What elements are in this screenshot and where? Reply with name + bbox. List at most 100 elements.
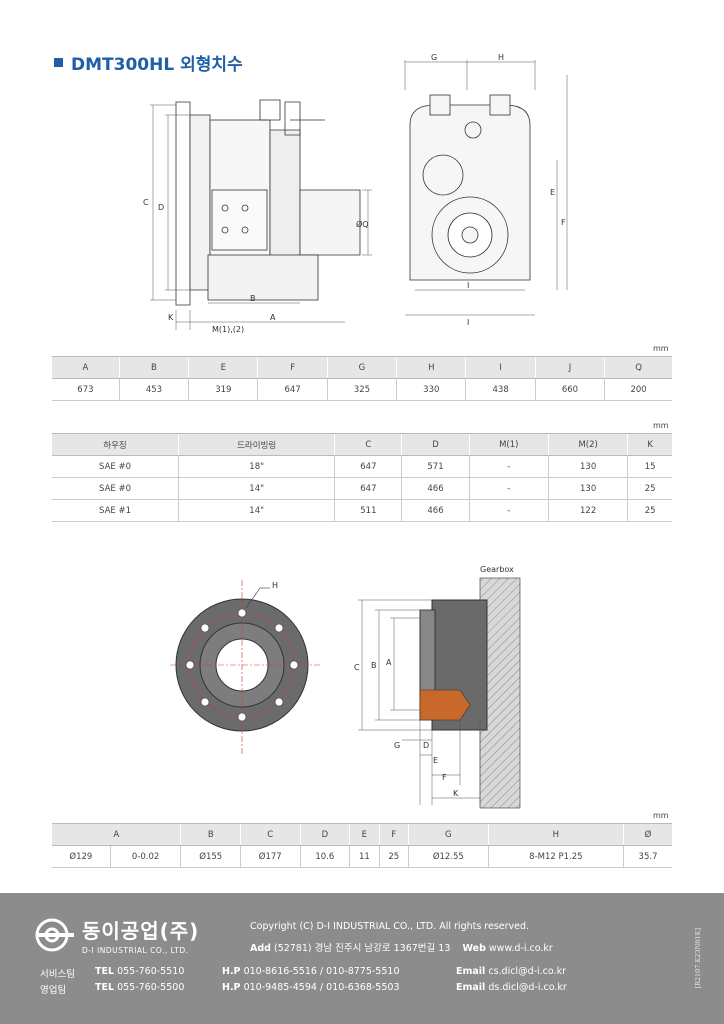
coupling-f-label: F [442, 773, 447, 782]
address-line: Add (52781) 경남 진주시 남강로 1367번길 13 Web www… [250, 940, 553, 954]
table1-unit: mm [653, 344, 669, 353]
flange-table: A B C D E F G H Ø Ø129 0-0.02 Ø155 Ø177 … [52, 823, 672, 868]
table2-cell: 14" [178, 499, 335, 522]
side-view-drawing: C D ØQ B K A M(1),(2) [143, 99, 372, 334]
table3-cell: 10.6 [299, 845, 350, 868]
table1-cell: 330 [396, 378, 466, 401]
table2-cell: 122 [547, 499, 628, 522]
table2-cell: 25 [627, 477, 672, 500]
web-label: Web [462, 943, 486, 954]
title-bullet-icon [54, 58, 63, 67]
housing-table: 하우징 드라이빙링 C D M(1) M(2) K SAE #0 18" 647… [52, 433, 672, 522]
table1-cell: 673 [52, 378, 120, 401]
table2-cell: SAE #1 [52, 499, 179, 522]
logo-emblem-icon [35, 918, 74, 952]
table3-header: C [240, 823, 301, 846]
address-label: Add [250, 943, 271, 954]
table1-header: B [118, 356, 189, 379]
address-text: (52781) 경남 진주시 남강로 1367번길 13 [273, 943, 451, 954]
dimension-table: A B E F G H I J Q 673 453 319 647 325 33… [52, 356, 672, 401]
table2-header: K [627, 433, 672, 456]
table1-header: E [188, 356, 258, 379]
table3-header: Ø [623, 823, 672, 846]
table-row: SAE #0 14" 647 466 - 130 25 [52, 477, 672, 500]
table-row: 673 453 319 647 325 330 438 660 200 [52, 378, 672, 401]
service-hp-number: 010-8616-5516 / 010-8775-5510 [243, 966, 400, 977]
sales-hp-number: 010-9485-4594 / 010-6368-5503 [243, 982, 400, 993]
service-email: Email cs.dicl@d-i.co.kr [456, 966, 566, 977]
table2-header: 드라이빙링 [178, 433, 335, 456]
table2-cell: 130 [547, 455, 628, 478]
dim-c-label: C [143, 198, 149, 207]
dim-k-label: K [168, 313, 174, 322]
page-title: DMT300HL 외형치수 [54, 50, 243, 75]
table2-header: D [401, 433, 470, 456]
dim-i-label: I [467, 281, 469, 290]
dim-m-label: M(1),(2) [212, 325, 244, 334]
table3-header: A [52, 823, 181, 846]
sales-tel-number: 055-760-5500 [117, 982, 185, 993]
dim-a-label: A [270, 313, 276, 322]
table2-cell: - [468, 499, 549, 522]
service-team-label: 서비스팀 [40, 969, 75, 980]
hp-label: H.P [222, 966, 241, 977]
table3-cell: Ø12.55 [407, 845, 489, 868]
table2-cell: 25 [627, 499, 672, 522]
table1-cell: 438 [465, 378, 536, 401]
table1-cell: 319 [188, 378, 258, 401]
service-tel: TEL 055-760-5510 [95, 966, 184, 977]
table2-cell: SAE #0 [52, 477, 179, 500]
table-row: SAE #0 18" 647 571 - 130 15 [52, 455, 672, 478]
table1-header: A [52, 356, 120, 379]
logo-korean: 동이공업(주) [82, 919, 200, 943]
gearbox-label: Gearbox [480, 565, 514, 574]
table3-header: H [487, 823, 624, 846]
email-label: Email [456, 966, 486, 977]
dim-d-label: D [158, 203, 164, 212]
table1-cell: 325 [326, 378, 397, 401]
service-tel-number: 055-760-5510 [117, 966, 185, 977]
service-email-address[interactable]: cs.dicl@d-i.co.kr [488, 966, 566, 977]
table2-unit: mm [653, 421, 669, 430]
table2-cell: 647 [334, 477, 402, 500]
coupling-a-label: A [386, 658, 392, 667]
document-code: [R2107.K23N01K] [694, 928, 702, 989]
table2-cell: 130 [547, 477, 628, 500]
company-logo: 동이공업(주) D-I INDUSTRIAL CO., LTD. [34, 915, 199, 955]
table1-cell: 453 [118, 378, 189, 401]
dim-f-label: F [561, 218, 566, 227]
email-label: Email [456, 982, 486, 993]
table2-cell: - [468, 455, 549, 478]
table3-cell: 0-0.02 [109, 845, 181, 868]
table2-cell: 466 [401, 477, 470, 500]
front-view-drawing: G H E F I J [404, 53, 568, 325]
table2-header: M(2) [547, 433, 628, 456]
table3-cell: 25 [378, 845, 409, 868]
coupling-k-label: K [453, 789, 459, 798]
table2-cell: 466 [401, 499, 470, 522]
coupling-e-label: E [433, 756, 438, 765]
footer: 동이공업(주) D-I INDUSTRIAL CO., LTD. Copyrig… [0, 893, 724, 1024]
coupling-b-label: B [371, 661, 377, 670]
table3-unit: mm [653, 811, 669, 820]
table3-cell: Ø129 [52, 845, 111, 868]
coupling-g-label: G [394, 741, 400, 750]
table2-cell: 511 [334, 499, 402, 522]
hp-label: H.P [222, 982, 241, 993]
sales-email: Email ds.dicl@d-i.co.kr [456, 982, 567, 993]
web-link[interactable]: www.d-i.co.kr [488, 943, 553, 954]
dim-q-label: ØQ [356, 219, 369, 229]
table2-cell: 15 [627, 455, 672, 478]
table3-header: E [349, 823, 380, 846]
table1-header: J [534, 356, 605, 379]
copyright-text: Copyright (C) D-I INDUSTRIAL CO., LTD. A… [250, 921, 530, 932]
table3-cell: 8-M12 P1.25 [487, 845, 624, 868]
sales-email-address[interactable]: ds.dicl@d-i.co.kr [488, 982, 567, 993]
table1-cell: 200 [604, 378, 672, 401]
table2-header: 하우징 [52, 433, 179, 456]
table2-header: M(1) [468, 433, 549, 456]
table-row: SAE #1 14" 511 466 - 122 25 [52, 499, 672, 522]
dim-j-label: J [466, 318, 469, 325]
table1-cell: 647 [257, 378, 328, 401]
table1-header: H [396, 356, 466, 379]
